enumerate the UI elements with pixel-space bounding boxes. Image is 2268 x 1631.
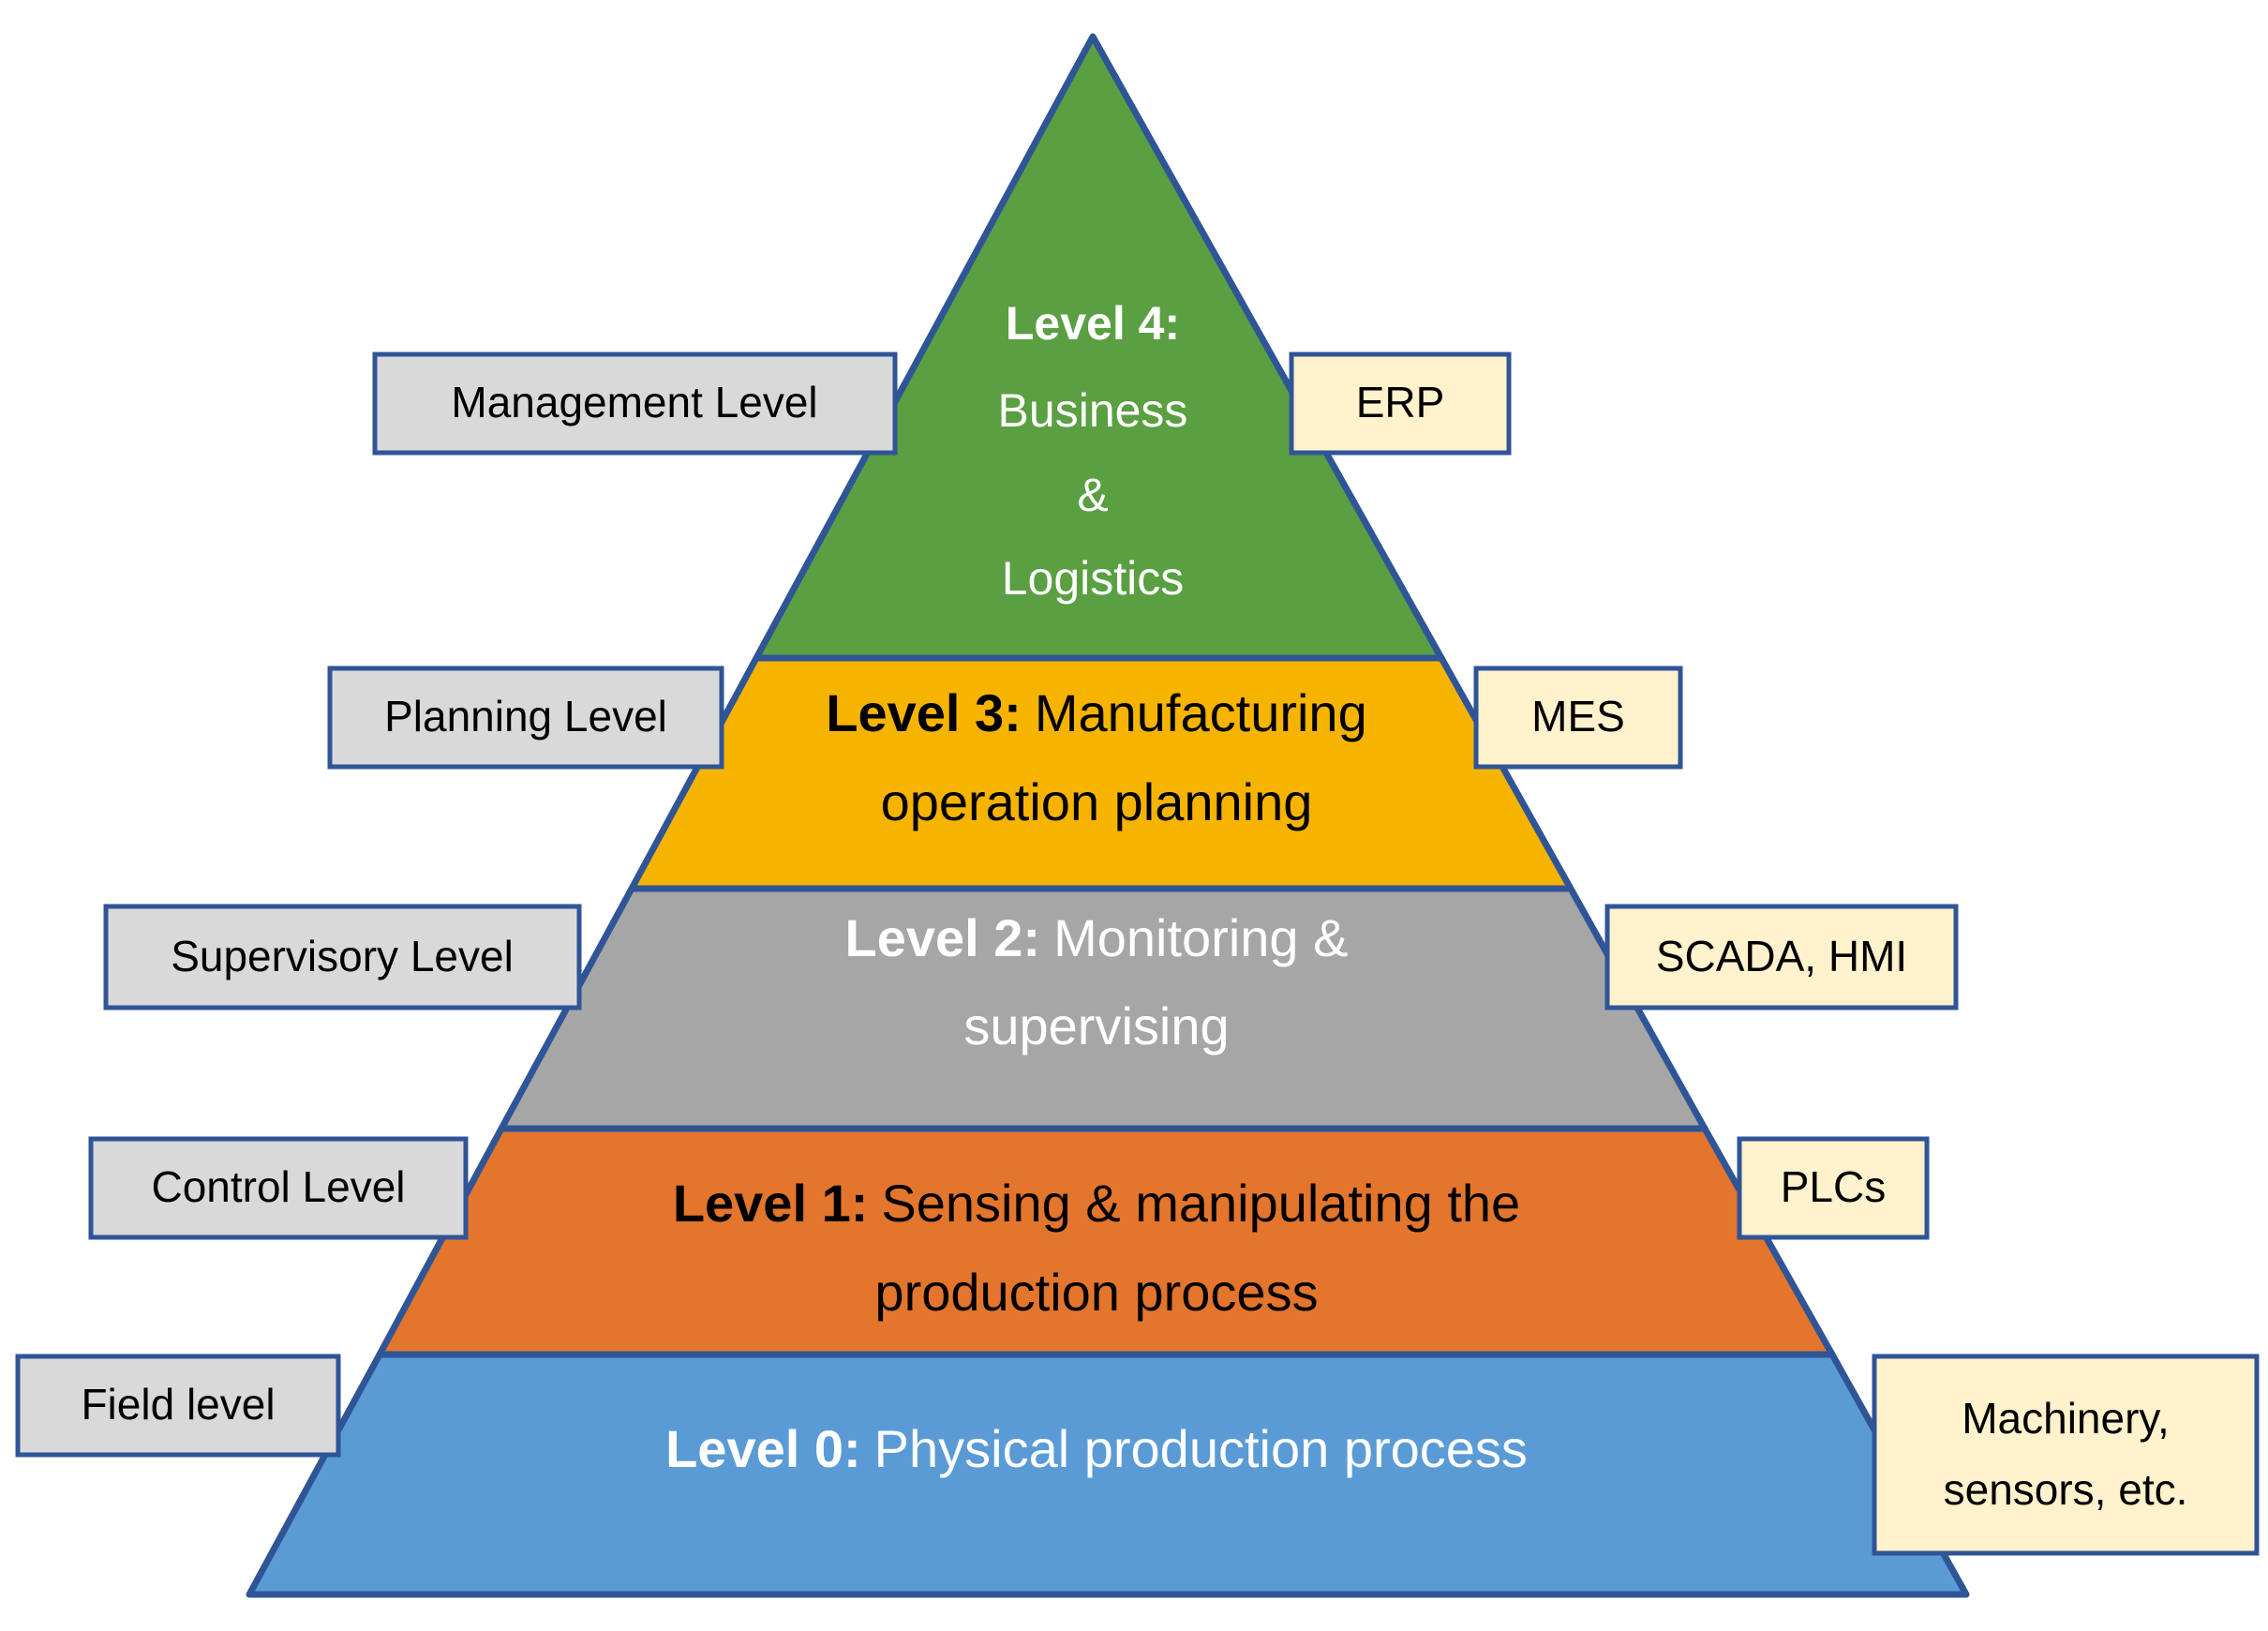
level-3-title-line-2: operation planning — [881, 772, 1313, 831]
level-4-title-line-1: Level 4: — [1006, 297, 1180, 350]
level-4-title-line-2: Business — [998, 384, 1188, 437]
right-label-box-scada — [1604, 904, 1959, 1010]
level-1-title-rest: Sensing & manipulating the — [881, 1174, 1520, 1233]
level-1-title-line-2: production process — [874, 1263, 1318, 1322]
level-1-bold-prefix: Level 1: — [673, 1174, 869, 1233]
right-label-mes: MES — [1531, 692, 1625, 741]
left-label-box-field — [15, 1354, 341, 1458]
level-4-title-line-3: & — [1077, 469, 1108, 521]
level-4-bold-prefix: Level 4: — [1006, 297, 1180, 350]
right-label-box-machinery — [1872, 1354, 2260, 1556]
left-label-field: Field level — [81, 1380, 275, 1429]
right-label-box-mes — [1473, 666, 1683, 770]
level-3-bold-prefix: Level 3: — [826, 683, 1022, 742]
right-label-machinery-line-2: sensors, etc. — [1944, 1465, 2188, 1514]
left-label-box-planning — [327, 666, 724, 770]
level-2-title-rest: Monitoring & — [1053, 908, 1348, 967]
left-label-box-management — [372, 352, 898, 456]
level-2-bold-prefix: Level 2: — [845, 908, 1041, 967]
level-1-title-line-1: Level 1:Sensing & manipulating the — [673, 1174, 1520, 1233]
level-0-title-line-1: Level 0:Physical production process — [665, 1419, 1528, 1478]
level-0-title-rest: Physical production process — [874, 1419, 1528, 1478]
level-2-title-line-1: Level 2:Monitoring & — [845, 908, 1349, 967]
left-label-box-supervisory — [103, 904, 582, 1010]
left-label-supervisory: Supervisory Level — [171, 932, 514, 980]
left-label-control: Control Level — [151, 1162, 405, 1211]
left-label-management: Management Level — [451, 378, 817, 426]
right-label-box-plcs — [1737, 1136, 1930, 1240]
left-label-box-control — [88, 1136, 469, 1240]
level-0-band — [246, 1351, 1970, 1598]
right-label-box-erp — [1289, 352, 1512, 456]
level-3-title-line-1: Level 3:Manufacturing — [826, 683, 1366, 742]
right-label-erp: ERP — [1356, 378, 1445, 426]
level-4-title-line-4: Logistics — [1002, 552, 1185, 605]
right-label-machinery-line-1: Machinery, — [1962, 1394, 2170, 1443]
level-2-title-line-2: supervising — [963, 996, 1229, 1055]
right-label-scada: SCADA, HMI — [1656, 932, 1907, 980]
level-3-title-rest: Manufacturing — [1035, 683, 1367, 742]
left-label-planning: Planning Level — [384, 692, 667, 741]
right-label-plcs: PLCs — [1781, 1162, 1886, 1211]
level-0-bold-prefix: Level 0: — [665, 1419, 861, 1478]
